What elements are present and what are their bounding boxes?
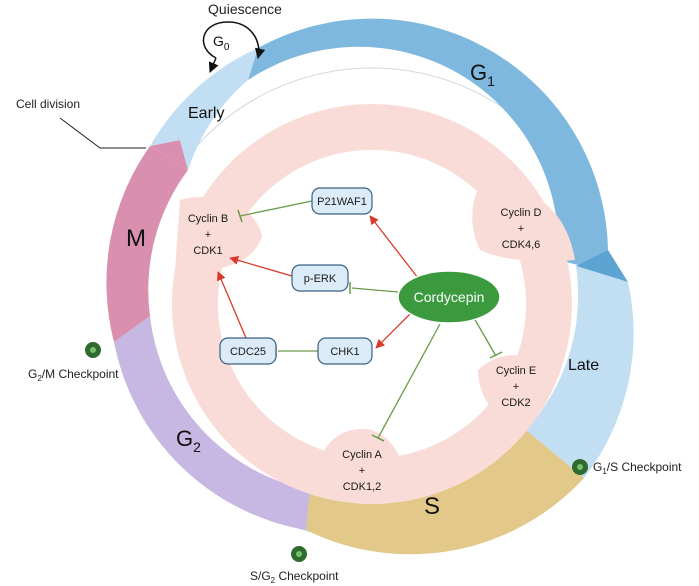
svg-text:Cyclin E: Cyclin E	[496, 365, 536, 377]
cell-division-leader	[59, 117, 146, 149]
cordycepin-inhibit-cyclina-bar	[371, 434, 385, 442]
cordycepin-inhibit-perk	[351, 287, 399, 293]
m-arc-tip	[150, 140, 188, 170]
svg-text:CDK4,6: CDK4,6	[502, 239, 541, 251]
cyclin-a-complex: Cyclin A + CDK1,2	[342, 449, 382, 493]
cordycepin-inhibit-cyclina	[377, 323, 441, 439]
cyclin-a-petal	[318, 429, 402, 494]
cordycepin-inhibit-cycline	[473, 317, 497, 357]
g1-arc	[248, 18, 608, 267]
early-arc	[150, 48, 258, 170]
perk-node: p-ERK	[291, 264, 349, 292]
svg-text:+: +	[518, 223, 524, 235]
cdc25-to-cyclinb	[217, 271, 247, 339]
g1-label: G1	[470, 60, 495, 89]
svg-text:P21WAF1: P21WAF1	[317, 196, 367, 208]
quiescence-cycle-arrow	[202, 21, 266, 60]
chk1-node: CHK1	[317, 337, 373, 365]
svg-text:p-ERK: p-ERK	[304, 273, 337, 285]
svg-text:+: +	[513, 381, 519, 393]
quiescence-entry-arrow	[208, 57, 219, 73]
m-arc	[106, 146, 188, 342]
svg-text:Cyclin D: Cyclin D	[501, 207, 542, 219]
sg2-checkpoint-label: S/G2 Checkpoint	[250, 569, 339, 585]
g2-arc	[114, 316, 310, 530]
cyclin-e-petal	[478, 355, 549, 420]
cyclin-d-petal	[472, 187, 575, 261]
cyclin-d-complex: Cyclin D + CDK4,6	[501, 207, 542, 251]
cordycepin-to-chk1	[375, 311, 413, 349]
g1s-checkpoint-label: G1/S Checkpoint	[593, 460, 682, 476]
p21-inhibit-cyclinb	[239, 200, 313, 217]
late-arc	[526, 266, 634, 478]
early-label: Early	[188, 105, 224, 122]
cdc25-node: CDC25	[219, 337, 277, 365]
p21-inhibit-bar	[237, 209, 243, 223]
g1-arc-tip	[576, 250, 628, 282]
g1s-checkpoint: G1/S Checkpoint	[572, 459, 682, 476]
m-label: M	[126, 225, 146, 252]
svg-text:CDK1,2: CDK1,2	[343, 481, 382, 493]
late-label: Late	[568, 357, 599, 374]
svg-text:CDK2: CDK2	[501, 397, 530, 409]
g0-label: G0	[213, 33, 230, 53]
p21waf1-node: P21WAF1	[311, 187, 373, 215]
g2m-checkpoint-label: G2/M Checkpoint	[28, 367, 119, 383]
svg-text:CDK1: CDK1	[193, 245, 222, 257]
svg-text:Cyclin A: Cyclin A	[342, 449, 382, 461]
svg-text:Cordycepin: Cordycepin	[414, 289, 485, 305]
g2-label: G2	[176, 426, 201, 455]
svg-text:Cyclin B: Cyclin B	[188, 213, 228, 225]
cordycepin-node: Cordycepin	[397, 270, 501, 324]
quiescence-label: Quiescence	[208, 1, 282, 17]
s-label: S	[424, 493, 440, 520]
perk-to-cyclinb	[229, 255, 293, 277]
inner-core	[218, 150, 526, 458]
sg2-checkpoint: S/G2 Checkpoint	[250, 546, 339, 585]
cyclin-b-complex: Cyclin B + CDK1	[188, 213, 228, 257]
cyclin-e-complex: Cyclin E + CDK2	[496, 365, 536, 409]
svg-text:+: +	[359, 465, 365, 477]
g2m-checkpoint: G2/M Checkpoint	[28, 342, 119, 383]
svg-text:CDC25: CDC25	[230, 346, 266, 358]
cell-division-label: Cell division	[16, 97, 80, 111]
cordycepin-to-p21	[369, 215, 419, 279]
cordycepin-inhibit-cycline-bar	[489, 351, 503, 359]
svg-text:CHK1: CHK1	[330, 346, 359, 358]
svg-text:+: +	[205, 229, 211, 241]
